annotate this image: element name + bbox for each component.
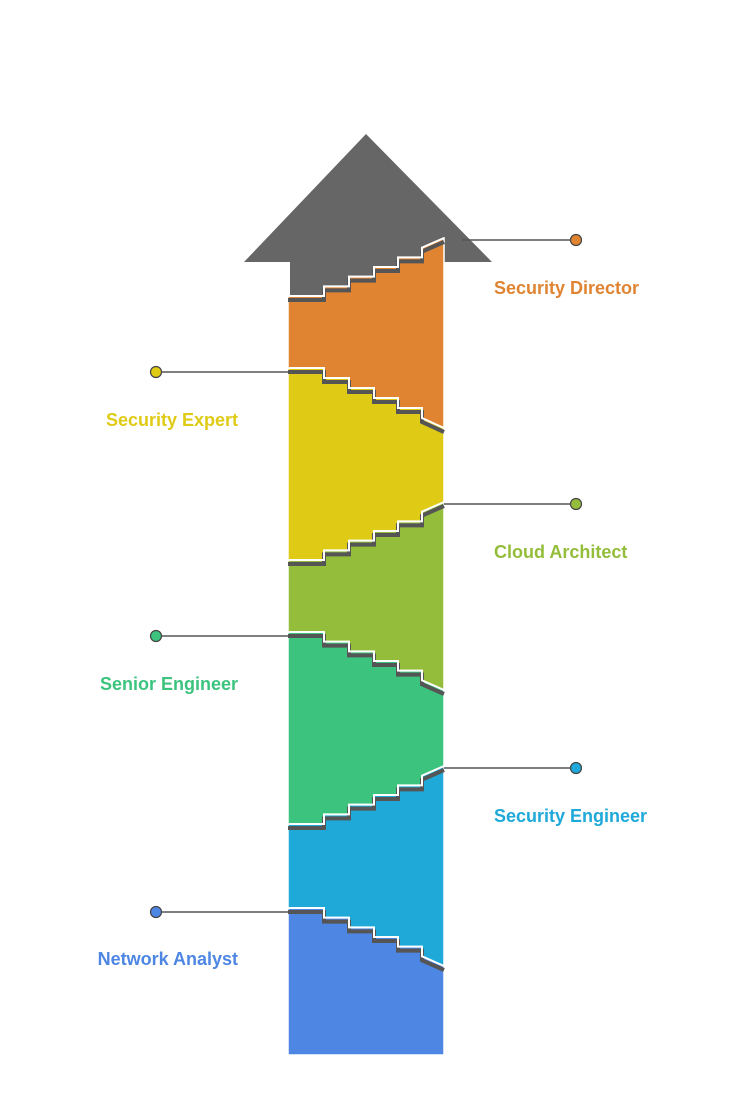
label-network-analyst: Network Analyst	[97, 949, 238, 969]
stair-line	[288, 631, 445, 691]
stair-boundaries	[288, 237, 445, 972]
stair-line	[288, 765, 445, 825]
connector-dot	[569, 761, 583, 775]
label-security-expert: Security Expert	[105, 410, 238, 430]
connector-dot	[149, 629, 163, 643]
label-senior-engineer: Senior Engineer	[99, 674, 238, 694]
connector-dot	[569, 497, 583, 511]
stair-line	[288, 367, 445, 429]
label-cloud-architect: Cloud Architect	[494, 542, 628, 562]
connector-dot	[149, 365, 163, 379]
connector-dot	[569, 233, 583, 247]
arrow-head	[244, 134, 492, 300]
connector-dot	[149, 905, 163, 919]
stair-line	[288, 907, 445, 967]
stair-line	[288, 237, 445, 297]
connectors	[149, 233, 583, 919]
label-security-director: Security Director	[494, 278, 640, 298]
label-security-engineer: Security Engineer	[494, 806, 648, 826]
stair-line	[288, 501, 445, 561]
